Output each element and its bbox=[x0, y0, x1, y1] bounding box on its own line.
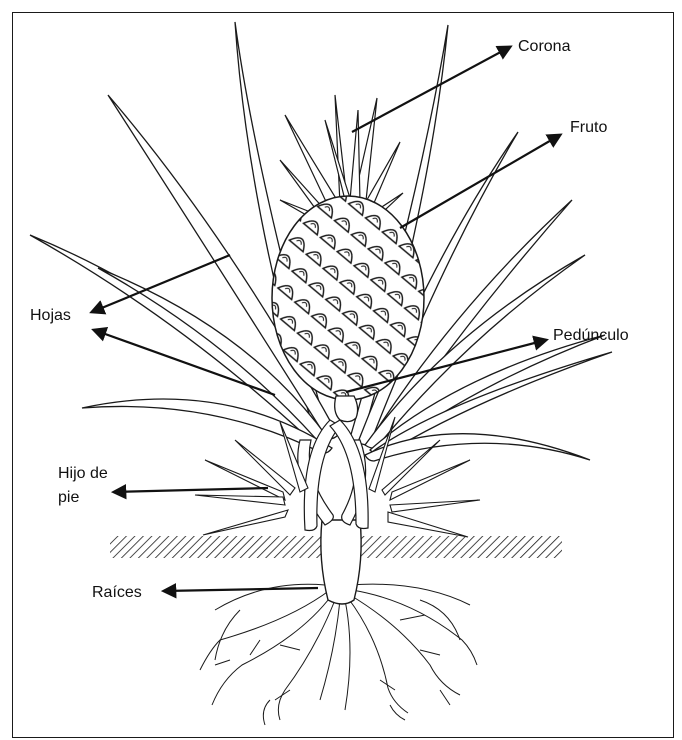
label-fruto: Fruto bbox=[570, 118, 607, 138]
peduncle bbox=[335, 396, 358, 422]
label-pedunculo: Pedúnculo bbox=[553, 326, 629, 346]
arrow-raices bbox=[164, 588, 318, 591]
label-raices: Raíces bbox=[92, 583, 142, 603]
label-corona: Corona bbox=[518, 37, 570, 57]
roots bbox=[200, 584, 477, 725]
arrow-hijo-de-pie bbox=[114, 488, 268, 492]
stem bbox=[321, 520, 361, 604]
label-hijo-de-pie: Hijo de pie bbox=[58, 462, 118, 510]
label-hojas: Hojas bbox=[30, 306, 71, 326]
